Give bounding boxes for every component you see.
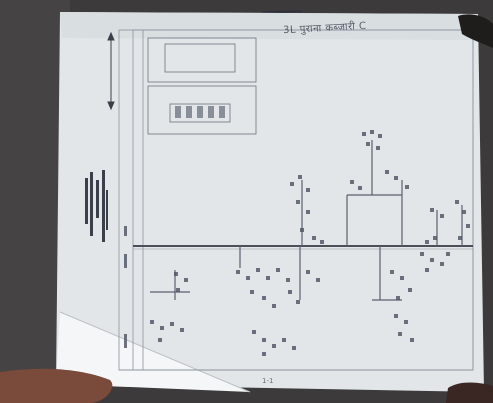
symbol-clusters bbox=[124, 130, 470, 356]
page-mark: 1-1 bbox=[262, 377, 274, 385]
left-hand bbox=[0, 368, 113, 403]
drawing-border bbox=[118, 29, 474, 371]
right-hand bbox=[446, 382, 493, 403]
paper-sheet bbox=[56, 12, 484, 392]
margin-notes bbox=[85, 170, 108, 242]
scale-arrow bbox=[107, 31, 115, 111]
top-right-hand bbox=[458, 14, 493, 49]
title-block bbox=[147, 37, 257, 135]
